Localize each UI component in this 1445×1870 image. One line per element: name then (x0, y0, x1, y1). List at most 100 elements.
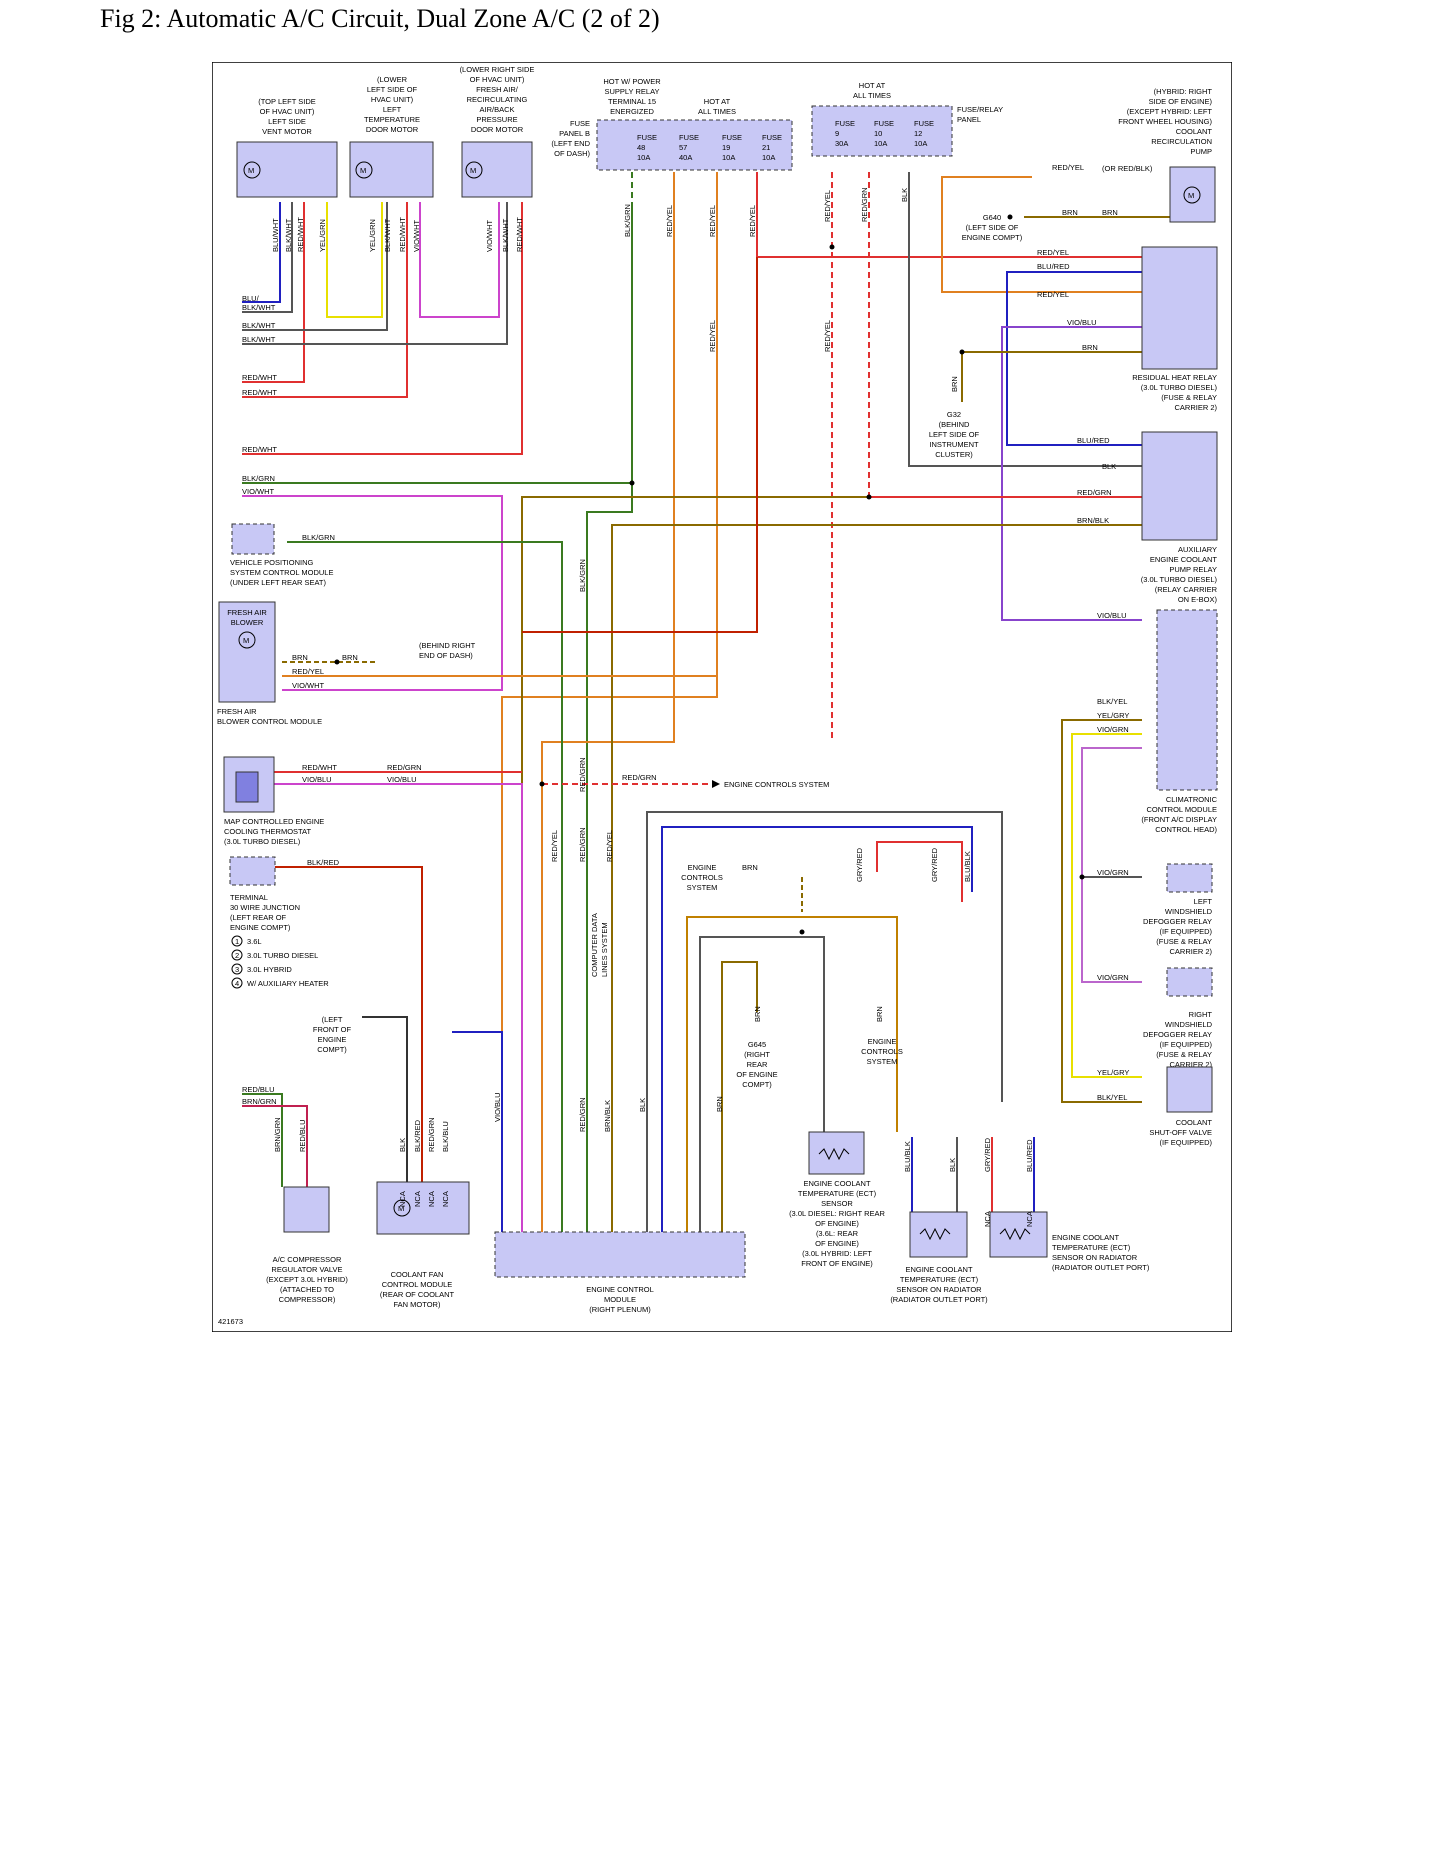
splice-dot (829, 244, 835, 250)
wire-label: NCA (427, 1191, 436, 1207)
wire-label: RED/YEL (550, 830, 559, 862)
wire-label: BLU/RED (1077, 436, 1110, 445)
wire-label: BLU/BLK (903, 1141, 912, 1172)
wire-label: BRN/GRN (273, 1117, 282, 1152)
svg-text:M: M (243, 636, 249, 645)
wire-label: BLK (1102, 462, 1116, 471)
wire-label: VIO/BLU (493, 1092, 502, 1122)
wire-label: BLK/RED (413, 1119, 422, 1152)
wire-label: RED/GRN (387, 763, 422, 772)
wire-label: NCA (441, 1191, 450, 1207)
wire-label: RED/WHT (242, 373, 277, 382)
residual-heat-relay-label: RESIDUAL HEAT RELAY(3.0L TURBO DIESEL)(F… (1132, 373, 1217, 412)
wire-label: BLK/WHT (284, 218, 293, 252)
wire-label: NCA (413, 1191, 422, 1207)
wire-label: VIO/BLU (1097, 611, 1127, 620)
wire-label: NCA (1025, 1211, 1034, 1227)
wire-vio-blu-2c (1001, 326, 1142, 621)
motor-icon (465, 161, 483, 179)
wire-blk-red-t30 (262, 866, 423, 1182)
arrow-icon (712, 780, 720, 788)
wire-label: RED/YEL (823, 190, 832, 222)
wire-label: BRN/BLK (1077, 516, 1109, 525)
wire-label: VIO/BLU (1067, 318, 1097, 327)
wire-label: BLK (638, 1098, 647, 1112)
svg-text:3.0L HYBRID: 3.0L HYBRID (247, 965, 292, 974)
wire-label: VIO/GRN (1097, 725, 1129, 734)
wire-label: BLK/GRN (302, 533, 335, 542)
wire-label: RED/GRN (578, 757, 587, 792)
wire-blu-wht (242, 202, 281, 303)
wire-vio-wht-1 (419, 202, 500, 318)
wire-vio-wht-9 (242, 495, 503, 691)
wire-label: BRN/BLK (603, 1100, 612, 1132)
wire-label: RED/YEL (605, 830, 614, 862)
splice-dot (629, 480, 635, 486)
wire-label: BLU/RED (1037, 262, 1070, 271)
wire-blk-yel-7 (1061, 719, 1142, 1103)
engine-controls-arrow-label: ENGINE CONTROLS SYSTEM (724, 780, 829, 789)
wire-label: RED/BLU (298, 1119, 307, 1152)
wire-label: RED/YEL (1052, 163, 1084, 172)
motor-icon (393, 1199, 411, 1217)
wire-label: RED/WHT (302, 763, 337, 772)
svg-text:3.0L TURBO DIESEL: 3.0L TURBO DIESEL (247, 951, 318, 960)
page-title: Fig 2: Automatic A/C Circuit, Dual Zone … (100, 4, 660, 33)
wire-red-yel-pump (941, 176, 1142, 293)
wire-label: BLK/BLU (441, 1121, 450, 1152)
splice-dot (959, 349, 965, 355)
splice-dot (334, 659, 340, 665)
wire-label: VIO/WHT (412, 220, 421, 252)
wire-label: BRN (715, 1096, 724, 1112)
wire-label: RED/YEL (1037, 290, 1069, 299)
motor-icon (1183, 186, 1201, 204)
wire-label: NCA (398, 1191, 407, 1207)
wire-label: RED/GRN (622, 773, 657, 782)
wire-label: GRY/RED (930, 847, 939, 882)
wire-yel-gry-8 (1071, 733, 1142, 1078)
wire-label: BLK/GRN (578, 559, 587, 592)
wire-label: RED/YEL (748, 205, 757, 237)
wire-label: YEL/GRN (368, 219, 377, 252)
svg-text:1: 1 (235, 937, 239, 946)
wire-label: RED/YEL (823, 320, 832, 352)
wire-label: NCA (983, 1211, 992, 1227)
wire-label: BLK/WHT (383, 218, 392, 252)
wire-color-labels: BLU/ BLK/WHT BLK/WHT BLK/WHT RED/WHT RED… (242, 163, 1129, 1227)
motor-icon (243, 161, 261, 179)
wire-label: RED/BLU (242, 1085, 275, 1094)
